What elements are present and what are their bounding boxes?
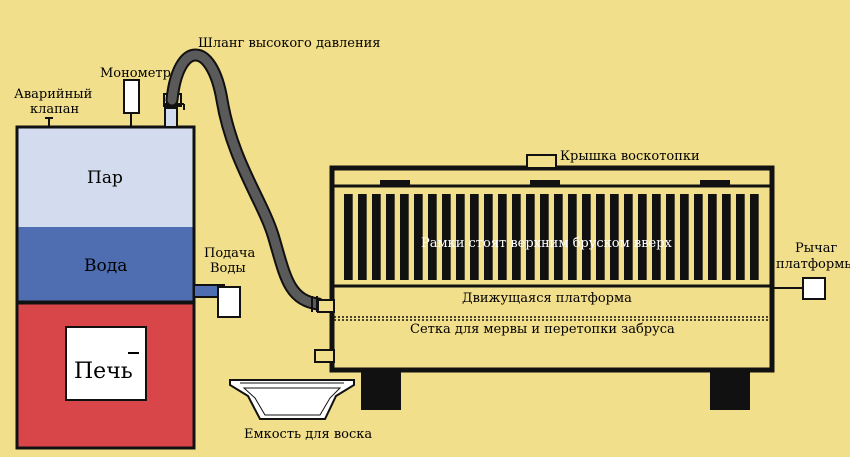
honey-frame bbox=[568, 194, 577, 280]
honey-frame bbox=[456, 194, 465, 280]
furnace-label: Печь bbox=[74, 359, 133, 384]
honey-frame bbox=[708, 194, 717, 280]
steam-label: Пар bbox=[87, 168, 123, 188]
wax-drain bbox=[314, 349, 335, 363]
honey-frame bbox=[344, 194, 353, 280]
hose-label: Шланг высокого давления bbox=[198, 36, 381, 51]
honey-frame bbox=[722, 194, 731, 280]
water-feed-label-line2: Воды bbox=[210, 261, 246, 276]
honey-frame bbox=[694, 194, 703, 280]
safety-valve bbox=[45, 117, 53, 127]
manometer-body bbox=[123, 79, 140, 114]
honey-frame bbox=[680, 194, 689, 280]
honey-frame bbox=[484, 194, 493, 280]
honey-frame bbox=[638, 194, 647, 280]
manometer bbox=[123, 79, 140, 127]
honey-frame bbox=[526, 194, 535, 280]
honey-frame bbox=[750, 194, 759, 280]
boiler bbox=[15, 125, 196, 304]
lid-label: Крышка воскотопки bbox=[560, 149, 700, 164]
water-label: Вода bbox=[84, 256, 127, 276]
water-compartment bbox=[17, 227, 194, 302]
wax-container bbox=[229, 379, 355, 420]
honey-frame bbox=[582, 194, 591, 280]
water-feed-valve bbox=[193, 284, 241, 318]
lever-label-line2: платформы bbox=[776, 257, 850, 272]
honey-frame bbox=[540, 194, 549, 280]
honey-frame bbox=[652, 194, 661, 280]
manometer-label: Монометр bbox=[100, 66, 171, 81]
furnace-door bbox=[65, 326, 147, 401]
mesh-label: Сетка для мервы и перетопки забруса bbox=[410, 322, 675, 337]
honey-frame bbox=[442, 194, 451, 280]
honey-frame bbox=[554, 194, 563, 280]
honey-frame bbox=[666, 194, 675, 280]
wax-melter-leg-right bbox=[710, 372, 750, 410]
frames-label: Рамки стоят верхним бруском вверх bbox=[421, 236, 673, 251]
honey-frames bbox=[344, 194, 759, 280]
honey-frame bbox=[610, 194, 619, 280]
wax-container-label: Емкость для воска bbox=[244, 427, 372, 442]
honey-frame bbox=[358, 194, 367, 280]
honey-frame bbox=[428, 194, 437, 280]
honey-frame bbox=[624, 194, 633, 280]
platform-lever-handle bbox=[802, 277, 826, 300]
steam-compartment bbox=[17, 127, 194, 227]
wax-melter-lid-handle bbox=[526, 154, 557, 169]
honey-frame bbox=[596, 194, 605, 280]
honey-frame bbox=[512, 194, 521, 280]
honey-frame bbox=[414, 194, 423, 280]
water-feed-tap bbox=[217, 286, 241, 318]
safety-valve-label-line2: клапан bbox=[30, 102, 79, 117]
safety-valve-label-line1: Аварийный bbox=[14, 87, 92, 102]
honey-frame bbox=[498, 194, 507, 280]
furnace: Печь bbox=[15, 301, 196, 450]
wax-melter-body bbox=[329, 165, 775, 373]
honey-frame bbox=[470, 194, 479, 280]
lever-label-line1: Рычаг bbox=[795, 241, 837, 256]
steam-inlet bbox=[317, 299, 335, 313]
honey-frame bbox=[386, 194, 395, 280]
water-feed-label-line1: Подача bbox=[204, 246, 256, 261]
wax-melter-leg-left bbox=[361, 372, 401, 410]
moving-platform-label: Движущаяся платформа bbox=[462, 291, 632, 306]
honey-frame bbox=[400, 194, 409, 280]
honey-frame bbox=[372, 194, 381, 280]
honey-frame bbox=[736, 194, 745, 280]
wax-melter bbox=[314, 154, 826, 410]
